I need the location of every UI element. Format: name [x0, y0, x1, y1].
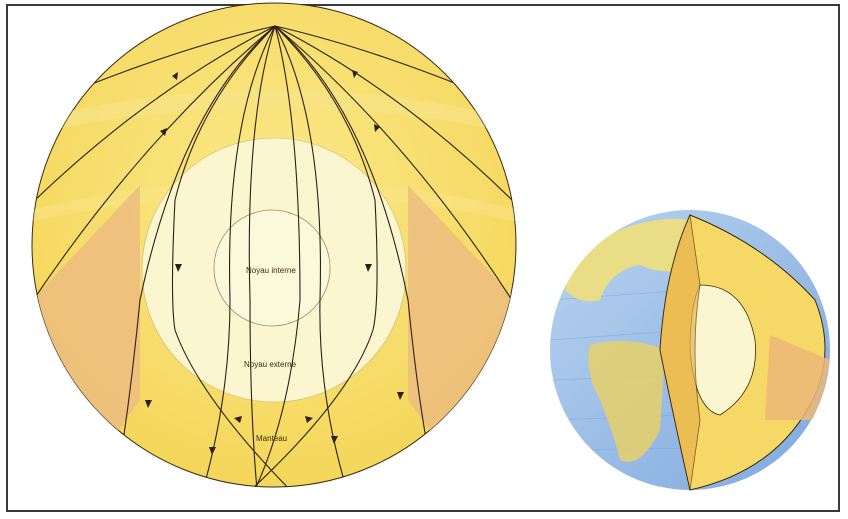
- cross-section: Noyau interne Noyau externe Manteau: [30, 3, 520, 500]
- outer-core-label: Noyau externe: [244, 360, 297, 369]
- mantle-label: Manteau: [256, 434, 287, 443]
- earth-globe: [550, 210, 830, 490]
- inner-core-label: Noyau interne: [246, 266, 296, 275]
